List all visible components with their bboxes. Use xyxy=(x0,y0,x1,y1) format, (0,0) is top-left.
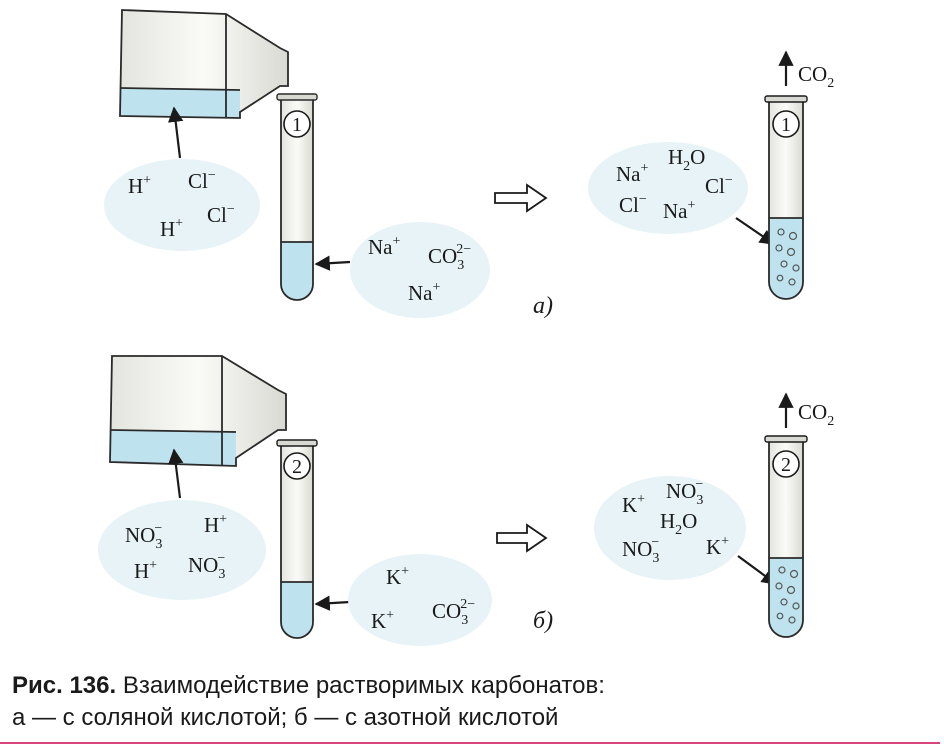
ion: NO3− xyxy=(622,535,659,566)
tube-pointer-arrow-b xyxy=(314,595,351,611)
gas-label-a: CO2 xyxy=(798,62,834,91)
acid-bottle-b xyxy=(109,355,287,467)
ion-cloud-tube-a xyxy=(350,222,490,318)
panel-a: H+ Cl− H+ Cl− 1 Na+ CO32− Na+ а) Na+ xyxy=(104,9,834,319)
ion: Na+ xyxy=(368,234,401,259)
ion: CO32− xyxy=(428,242,471,273)
tube-number: 2 xyxy=(781,454,791,476)
caption-line-2: а — с соляной кислотой; б — с азотной ки… xyxy=(12,704,559,731)
bottle-pointer-arrow-b xyxy=(168,448,184,499)
tube-number: 2 xyxy=(292,456,302,478)
acid-bottle-a xyxy=(119,9,289,119)
bottle-ions-b: NO3− H+ H+ NO3− xyxy=(125,512,227,583)
reaction-arrow-b xyxy=(496,523,548,553)
ion-cloud-bottle-b xyxy=(98,500,266,600)
ion-cloud-bottle-a xyxy=(104,159,260,251)
test-tube-b: 2 xyxy=(276,439,318,639)
ion: Na+ xyxy=(616,161,649,186)
ion: K+ xyxy=(706,534,729,559)
product-ions-a: Na+ H2O Cl− Cl− Na+ xyxy=(616,145,733,223)
tube-pointer-arrow-a xyxy=(314,255,351,271)
gas-bubbles xyxy=(775,566,800,624)
reaction-arrow-a xyxy=(494,183,548,213)
figure-number: Рис. 136. xyxy=(12,672,117,699)
tube-ions-b: K+ K+ CO32− xyxy=(371,564,475,633)
ion: K+ xyxy=(386,564,409,589)
panel-label-a: а) xyxy=(533,293,553,319)
ion: Cl− xyxy=(188,168,216,193)
gas-bubbles xyxy=(775,228,800,286)
ion: NO3− xyxy=(666,477,703,508)
gas-label-b: CO2 xyxy=(798,400,834,429)
tube-number: 1 xyxy=(781,114,791,136)
ion-cloud-tube-b xyxy=(348,554,492,646)
caption-rule xyxy=(0,742,940,744)
ion: NO3− xyxy=(125,521,162,552)
caption-title: Взаимодействие растворимых карбонатов: xyxy=(116,672,605,699)
ion-cloud-products-a xyxy=(588,142,748,234)
ion: K+ xyxy=(622,492,645,517)
ion: H+ xyxy=(160,216,183,241)
caption-line-1: Рис. 136. Взаимодействие растворимых кар… xyxy=(12,670,932,702)
ion: Cl− xyxy=(619,192,647,217)
ion: CO32− xyxy=(432,597,475,628)
ion: Na+ xyxy=(408,280,441,305)
bubble-pointer-arrow-a xyxy=(735,217,776,245)
figure-caption: Рис. 136. Взаимодействие растворимых кар… xyxy=(0,670,940,744)
test-tube-a: 1 xyxy=(276,93,318,301)
tube-number-badge xyxy=(772,450,800,478)
tube-ions-a: Na+ CO32− Na+ xyxy=(368,234,471,305)
ion: H+ xyxy=(134,558,157,583)
ion: H+ xyxy=(128,173,151,198)
ion: Na+ xyxy=(663,198,696,223)
bottle-pointer-arrow-a xyxy=(168,106,184,159)
tube-number-badge xyxy=(283,110,311,138)
bottle-ions-a: H+ Cl− H+ Cl− xyxy=(128,168,235,241)
panel-label-b: б) xyxy=(533,608,553,634)
test-tube-b-result: 2 xyxy=(764,435,808,638)
ion: K+ xyxy=(371,608,394,633)
test-tube-a-result: 1 xyxy=(764,95,808,300)
ion: Cl− xyxy=(207,202,235,227)
tube-number-badge xyxy=(772,110,800,138)
ion: H+ xyxy=(204,512,227,537)
ion-cloud-products-b xyxy=(594,476,746,580)
ion: H2O xyxy=(668,145,705,174)
tube-number-badge xyxy=(283,452,311,480)
panel-b: NO3− H+ H+ NO3− 2 K+ K+ CO32− б) K+ NO3− xyxy=(98,355,834,646)
ion: NO3− xyxy=(188,551,225,582)
ion: H2O xyxy=(660,509,697,538)
product-ions-b: K+ NO3− H2O NO3− K+ xyxy=(622,477,729,566)
tube-number: 1 xyxy=(292,114,302,136)
ion: Cl− xyxy=(705,173,733,198)
